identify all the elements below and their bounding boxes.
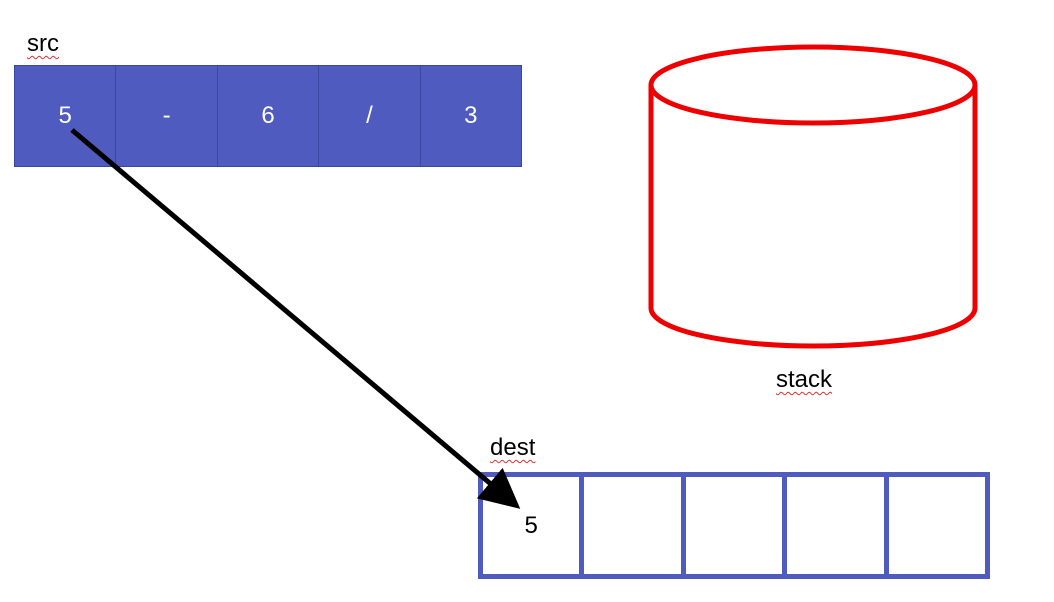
dest-label: dest [490,434,536,461]
src-cell-4: 3 [464,102,478,129]
stack-cylinder [648,44,978,349]
stack-label: stack [776,366,833,393]
src-label: src [27,30,59,57]
src-array: 5 - 6 / 3 [14,65,522,167]
stack-body [648,85,978,349]
dest-cell-0: 5 [483,477,585,574]
stack-top [648,44,978,126]
src-cell-0: 5 [15,66,117,166]
src-cell-2: 6 [218,66,320,166]
dest-array: 5 [478,472,990,579]
dest-cell-2 [686,477,788,574]
dest-cell-3 [787,477,889,574]
copy-arrow [70,128,521,509]
dest-cell-4 [889,477,985,574]
src-cell-1: - [116,66,218,166]
src-cell-3: / [319,66,421,166]
dest-cell-1 [584,477,686,574]
